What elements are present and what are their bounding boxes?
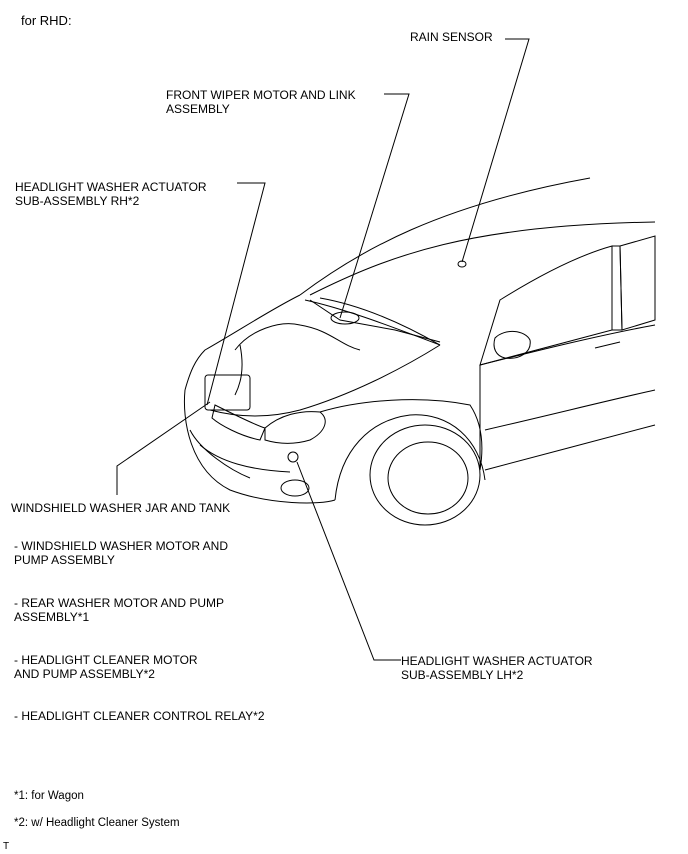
headlight-washer-lh-nozzle (287, 451, 299, 463)
washer-hose-2 (234, 344, 243, 396)
sub-item: - HEADLIGHT CLEANER CONTROL RELAY*2 (14, 709, 265, 723)
pillar (612, 245, 623, 331)
hood-edge (209, 344, 441, 417)
grille (211, 404, 266, 441)
wiper-motor (330, 311, 360, 325)
mirror (493, 331, 531, 359)
belt-line (479, 324, 656, 366)
leader-headlight-lh (296, 461, 401, 661)
sub-item: - HEADLIGHT CLEANER MOTOR AND PUMP ASSEM… (14, 653, 198, 681)
page-title: for RHD: (21, 13, 72, 28)
callout-rain-sensor: RAIN SENSOR (410, 30, 493, 44)
fender (319, 399, 483, 471)
wiper-linkage (309, 299, 441, 343)
wheel-outer (369, 424, 481, 526)
lower-intake (199, 444, 291, 473)
side-window (479, 245, 613, 366)
wiper-arm (319, 297, 441, 346)
windshield-top (309, 221, 656, 296)
washer-hose (234, 323, 361, 351)
callout-headlight-washer-rh: HEADLIGHT WASHER ACTUATOR SUB-ASSEMBLY R… (15, 180, 207, 208)
fog-lamp (280, 479, 310, 497)
callout-washer-jar: WINDSHIELD WASHER JAR AND TANK (11, 501, 231, 515)
footnote: *2: w/ Headlight Cleaner System (14, 817, 180, 829)
door-handle (594, 341, 621, 349)
footnote: *1: for Wagon (14, 790, 84, 802)
leader-washer-jar (116, 401, 211, 495)
roof-outline (299, 177, 591, 296)
leader-headlight-rh (206, 182, 266, 406)
corner-mark: T (3, 841, 10, 852)
wheel-arch (334, 414, 486, 501)
wheel-inner (387, 441, 469, 515)
leader-front-wiper (339, 93, 410, 319)
callout-headlight-washer-lh: HEADLIGHT WASHER ACTUATOR SUB-ASSEMBLY L… (401, 654, 593, 682)
headlight (264, 411, 326, 444)
front-bumper (183, 389, 336, 504)
hood-outline (184, 294, 301, 391)
callout-front-wiper: FRONT WIPER MOTOR AND LINK ASSEMBLY (166, 88, 356, 116)
sub-item: - REAR WASHER MOTOR AND PUMP ASSEMBLY*1 (14, 596, 225, 624)
rear-window (619, 235, 656, 331)
washer-tank (204, 374, 251, 411)
door-character (484, 389, 656, 431)
leader-rain-sensor (461, 38, 530, 263)
windshield-lower (304, 299, 441, 346)
bumper-line (189, 429, 251, 479)
body-side (484, 424, 656, 471)
sub-item: - WINDSHIELD WASHER MOTOR AND PUMP ASSEM… (14, 539, 229, 567)
